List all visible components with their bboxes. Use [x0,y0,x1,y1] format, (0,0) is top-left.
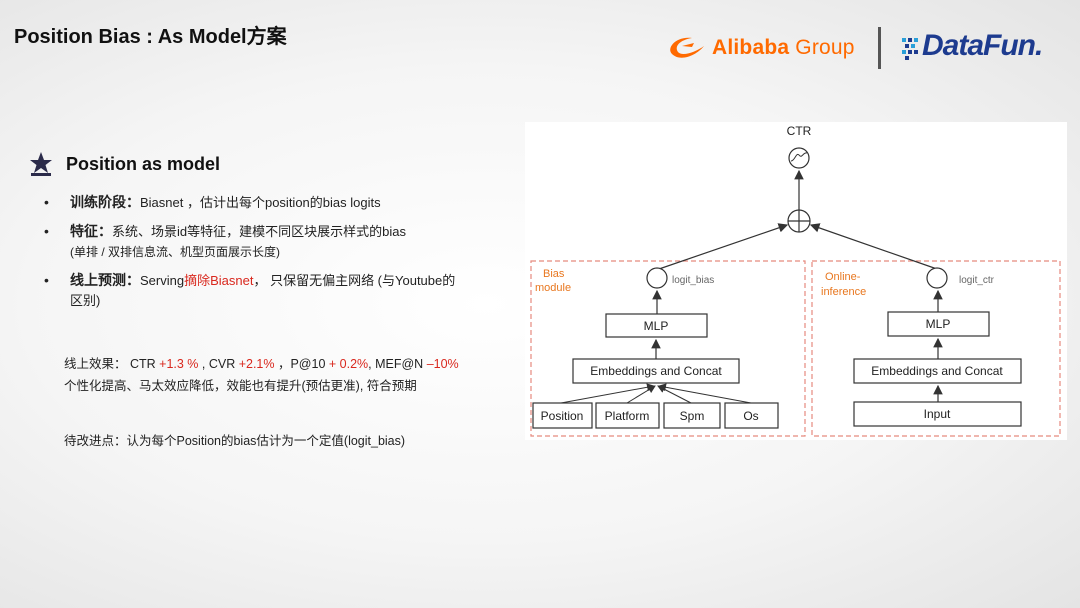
bullet-item: • 训练阶段：Biasnet ，估计出每个position的bias logit… [44,194,381,210]
feature-box-spm [663,402,721,429]
logit-bias-node [646,267,668,289]
right-embeddings-label: Embeddings and Concat [871,364,1003,378]
todo-note: 待改进点：认为每个Position的bias估计为一个定值(logit_bias… [64,434,406,448]
sigmoid-node [788,147,810,169]
ctr-label: CTR [787,124,812,138]
model-diagram: Bias module Online- inference CTR logit_… [525,122,1067,440]
feature-box-os [724,402,779,429]
bias-module-label: Bias [543,268,565,280]
logit-ctr-node [926,267,948,289]
feature-label: Platform [605,409,650,423]
right-input-box [853,401,1022,427]
right-embeddings-box [853,358,1022,384]
alibaba-logo-icon [670,37,704,58]
feature-box-position [532,402,593,429]
bullet-item: • 线上预测：Serving摘除Biasnet， 只保留无偏主网络 (与Yout… [44,272,456,308]
online-metrics: 线上效果： CTR +1.3 % , CVR +2.1% ，P@10 + 0.2… [64,357,459,393]
feature-label: Os [743,409,758,423]
bullet-dot: • [44,194,49,210]
slide-title: Position Bias : As Model方案 [14,26,287,48]
section-title: Position as model [66,154,221,174]
logo-divider [878,27,881,69]
bullet-dot: • [44,272,49,288]
left-embeddings-box [572,358,740,384]
logit-ctr-label: logit_ctr [959,275,995,286]
feature-box-platform [595,402,660,429]
sigmoid-curve-icon [790,152,808,162]
bullet-dot: • [44,223,49,239]
bullet-item: • 特征：系统、场景id等特征，建模不同区块展示样式的bias (单排 / 双排… [44,223,406,259]
datafun-wordmark: DataFun. [922,29,1043,62]
bias-module-box [530,260,806,437]
alibaba-wordmark: Alibaba Group [712,36,855,59]
star-award-icon [30,152,52,176]
feature-label: Position [541,409,584,423]
feature-label: Spm [680,409,705,423]
right-input-label: Input [924,407,951,421]
online-inference-box [811,260,1061,437]
bias-module-label: module [535,282,571,294]
left-mlp-label: MLP [644,319,669,333]
bullet-list: • 训练阶段：Biasnet ，估计出每个position的bias logit… [40,192,510,319]
logit-bias-label: logit_bias [672,275,714,286]
right-mlp-box [887,311,990,337]
left-embeddings-label: Embeddings and Concat [590,364,722,378]
right-mlp-label: MLP [926,317,951,331]
online-inference-label: Online- [825,271,861,283]
left-mlp-box [605,313,708,338]
datafun-dots-icon [902,38,918,60]
logo-bar: Alibaba Group DataFun. [666,24,1056,72]
online-inference-label: inference [821,286,866,298]
